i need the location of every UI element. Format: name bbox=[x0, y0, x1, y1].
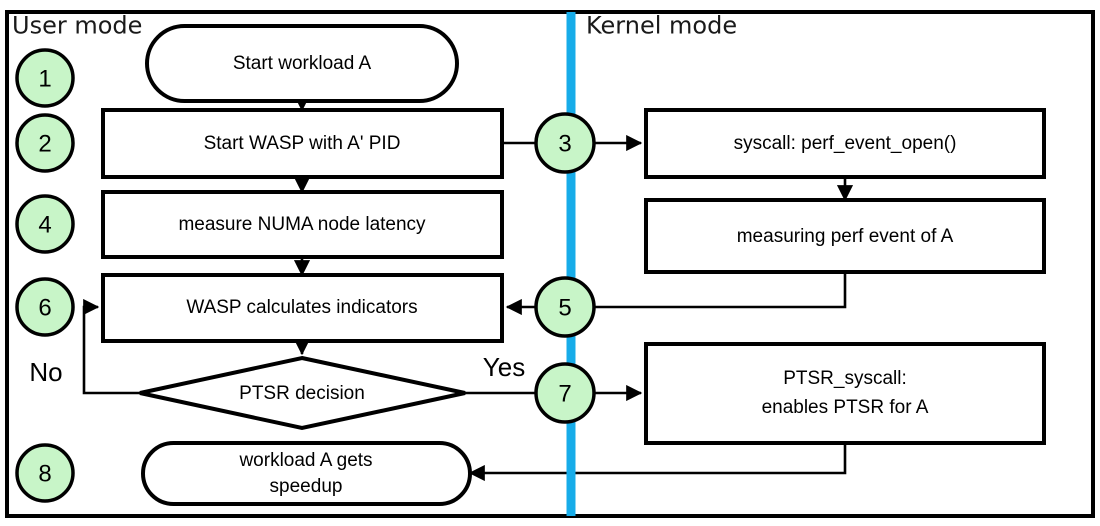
step-badge-7-number: 7 bbox=[558, 381, 571, 408]
measure-numa-label: measure NUMA node latency bbox=[178, 214, 426, 235]
step-badge-5[interactable]: 5 bbox=[534, 276, 596, 338]
ptsr-syscall-label-line1: PTSR_syscall: bbox=[783, 368, 907, 389]
start-workload-label: Start workload A bbox=[233, 53, 372, 74]
step-badge-2[interactable]: 2 bbox=[15, 113, 75, 173]
wasp-indicators-label: WASP calculates indicators bbox=[186, 297, 417, 318]
wasp-indicators-shape bbox=[101, 273, 504, 343]
edge-measuring-to-step5 bbox=[594, 272, 847, 309]
node-measure-numa[interactable]: measure NUMA node latency bbox=[101, 190, 504, 259]
edge-ptsr-syscall-to-speedup bbox=[468, 443, 847, 482]
node-measuring-perf[interactable]: measuring perf event of A bbox=[644, 198, 1046, 274]
branch-label-yes: Yes bbox=[483, 352, 525, 382]
ptsr-decision-shape bbox=[139, 355, 466, 431]
step-badge-1[interactable]: 1 bbox=[15, 48, 75, 108]
edge-decision-no-loop bbox=[82, 298, 140, 395]
step-badge-4[interactable]: 4 bbox=[15, 194, 75, 254]
step-badge-7[interactable]: 7 bbox=[534, 362, 596, 424]
step-badge-4-circle bbox=[15, 194, 75, 254]
kernel-mode-label: Kernel mode bbox=[586, 12, 737, 40]
step-badge-8[interactable]: 8 bbox=[15, 443, 75, 503]
start-wasp-shape bbox=[101, 108, 504, 179]
step-badge-8-number: 8 bbox=[38, 461, 51, 488]
step-badge-6-circle bbox=[15, 277, 75, 337]
syscall-perf-open-shape bbox=[644, 108, 1046, 179]
connector-layer bbox=[82, 95, 854, 482]
branch-label-no: No bbox=[29, 357, 62, 387]
step-badge-4-number: 4 bbox=[38, 212, 51, 239]
step-badge-3-number: 3 bbox=[558, 131, 571, 158]
step-badge-5-number: 5 bbox=[558, 295, 571, 322]
measure-numa-shape bbox=[101, 190, 504, 259]
step-badge-6-number: 6 bbox=[38, 295, 51, 322]
user-mode-label: User mode bbox=[12, 12, 142, 40]
node-syscall-perf-open[interactable]: syscall: perf_event_open() bbox=[644, 108, 1046, 179]
node-start-workload[interactable]: Start workload A bbox=[145, 24, 459, 103]
syscall-perf-open-label: syscall: perf_event_open() bbox=[734, 133, 957, 154]
step-badge-6[interactable]: 6 bbox=[15, 277, 75, 337]
node-start-wasp[interactable]: Start WASP with A' PID bbox=[101, 108, 504, 179]
measuring-perf-label: measuring perf event of A bbox=[737, 226, 954, 247]
ptsr-decision-label: PTSR decision bbox=[239, 383, 365, 404]
step-badge-1-circle bbox=[15, 48, 75, 108]
figure-border bbox=[5, 10, 1095, 518]
step-badge-1-number: 1 bbox=[38, 66, 51, 93]
step-badge-3-circle bbox=[534, 112, 596, 174]
ptsr-syscall-label-line2: enables PTSR for A bbox=[762, 397, 929, 418]
ptsr-syscall-shape bbox=[644, 342, 1046, 445]
step-badge-3[interactable]: 3 bbox=[534, 112, 596, 174]
node-ptsr-decision[interactable]: PTSR decision bbox=[139, 355, 466, 431]
node-wasp-indicators[interactable]: WASP calculates indicators bbox=[101, 273, 504, 343]
workload-speedup-label-line1: workload A gets bbox=[238, 450, 372, 471]
start-workload-shape bbox=[145, 24, 459, 103]
start-wasp-label: Start WASP with A' PID bbox=[204, 133, 401, 154]
measuring-perf-shape bbox=[644, 198, 1046, 274]
node-ptsr-syscall[interactable]: PTSR_syscall: enables PTSR for A bbox=[644, 342, 1046, 445]
step-badge-2-number: 2 bbox=[38, 131, 51, 158]
step-badge-7-circle bbox=[534, 362, 596, 424]
step-badge-8-circle bbox=[15, 443, 75, 503]
step-badge-5-circle bbox=[534, 276, 596, 338]
node-workload-speedup[interactable]: workload A gets speedup bbox=[141, 441, 472, 506]
step-badge-2-circle bbox=[15, 113, 75, 173]
workload-speedup-label-line2: speedup bbox=[270, 476, 343, 497]
workload-speedup-shape bbox=[141, 441, 472, 506]
